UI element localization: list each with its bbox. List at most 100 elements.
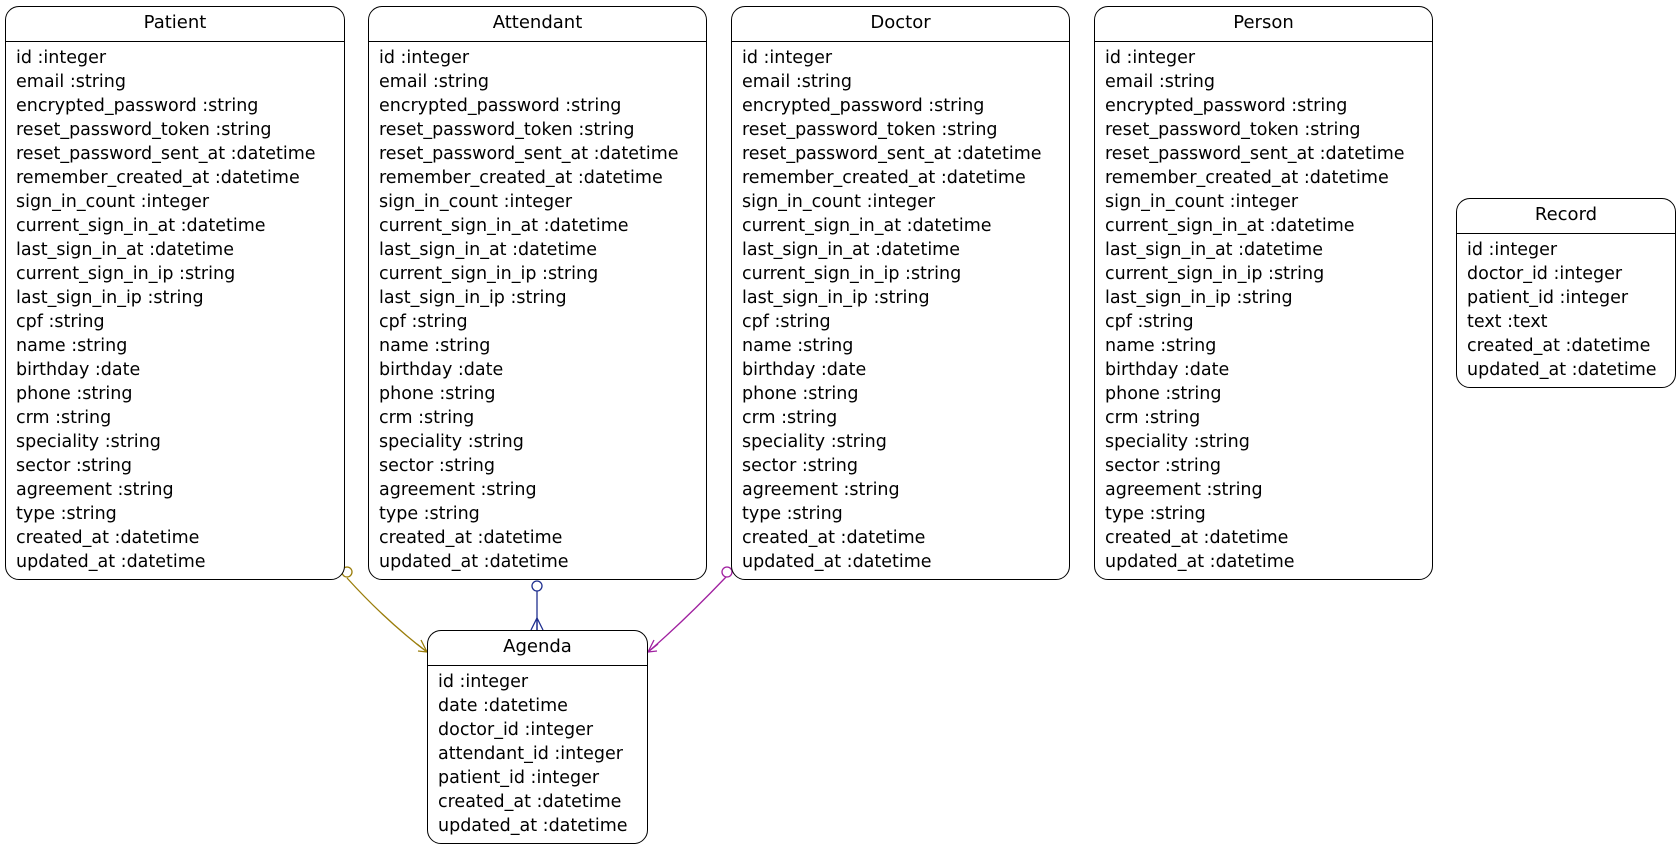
entity-attribute: updated_at :datetime <box>438 816 628 836</box>
entity-attribute: crm :string <box>379 408 475 428</box>
entity-patient: Patient id :integer email :string encrypte… <box>5 6 345 580</box>
entity-attribute: birthday :date <box>16 360 141 380</box>
entity-attribute: current_sign_in_ip :string <box>1105 264 1325 284</box>
entity-attribute: date :datetime <box>438 696 568 716</box>
entity-attribute: sector :string <box>742 456 858 476</box>
entity-attribute: remember_created_at :datetime <box>1105 168 1389 188</box>
entity-attribute: cpf :string <box>379 312 468 332</box>
entity-attribute: type :string <box>379 504 480 524</box>
edge-line <box>346 577 428 653</box>
entity-attribute: birthday :date <box>1105 360 1230 380</box>
entity-attribute: name :string <box>1105 336 1217 356</box>
edge-optional-marker <box>531 580 543 592</box>
entity-attribute: created_at :datetime <box>438 792 622 812</box>
entity-attribute: reset_password_token :string <box>379 120 635 140</box>
attribute-list: id :integer date :datetime doctor_id :inte… <box>428 666 647 838</box>
entity-attribute: agreement :string <box>379 480 537 500</box>
entity-attribute: agreement :string <box>742 480 900 500</box>
entity-attribute: created_at :datetime <box>1467 336 1651 356</box>
edge-doctor-agenda <box>647 566 733 653</box>
entity-attribute: last_sign_in_at :datetime <box>742 240 960 260</box>
entity-attribute: created_at :datetime <box>742 528 926 548</box>
entity-attribute: type :string <box>16 504 117 524</box>
attribute-list: id :integer email :string encrypted_passwo… <box>6 42 344 574</box>
entity-attribute: remember_created_at :datetime <box>742 168 1026 188</box>
entity-attribute: updated_at :datetime <box>1105 552 1295 572</box>
entity-attribute: reset_password_sent_at :datetime <box>16 144 316 164</box>
entity-attribute: id :integer <box>1467 240 1558 260</box>
entity-attribute: speciality :string <box>379 432 524 452</box>
entity-attribute: cpf :string <box>16 312 105 332</box>
entity-title: Record <box>1457 199 1675 234</box>
entity-attribute: encrypted_password :string <box>379 96 622 116</box>
entity-attribute: sector :string <box>379 456 495 476</box>
entity-attribute: phone :string <box>1105 384 1222 404</box>
entity-attribute: phone :string <box>16 384 133 404</box>
entity-attribute: reset_password_sent_at :datetime <box>379 144 679 164</box>
entity-attribute: email :string <box>16 72 126 92</box>
entity-title: Agenda <box>428 631 647 666</box>
entity-attribute: agreement :string <box>16 480 174 500</box>
entity-attribute: doctor_id :integer <box>1467 264 1623 284</box>
entity-attribute: encrypted_password :string <box>16 96 259 116</box>
entity-title: Person <box>1095 7 1432 42</box>
entity-attribute: sign_in_count :integer <box>742 192 936 212</box>
entity-attribute: doctor_id :integer <box>438 720 594 740</box>
entity-title: Doctor <box>732 7 1069 42</box>
entity-attribute: last_sign_in_ip :string <box>742 288 930 308</box>
entity-attribute: current_sign_in_ip :string <box>379 264 599 284</box>
entity-attribute: attendant_id :integer <box>438 744 623 764</box>
entity-attribute: patient_id :integer <box>438 768 600 788</box>
entity-attribute: encrypted_password :string <box>1105 96 1348 116</box>
entity-title: Attendant <box>369 7 706 42</box>
entity-attribute: reset_password_sent_at :datetime <box>1105 144 1405 164</box>
entity-attribute: reset_password_token :string <box>742 120 998 140</box>
edge-crowfoot-marker <box>416 639 428 653</box>
entity-attribute: speciality :string <box>742 432 887 452</box>
entity-attribute: last_sign_in_ip :string <box>16 288 204 308</box>
entity-attribute: reset_password_token :string <box>1105 120 1361 140</box>
entity-attribute: sign_in_count :integer <box>379 192 573 212</box>
edge-crowfoot-marker <box>530 616 544 631</box>
entity-attribute: sign_in_count :integer <box>16 192 210 212</box>
entity-attribute: updated_at :datetime <box>1467 360 1657 380</box>
entity-attribute: email :string <box>742 72 852 92</box>
entity-attribute: name :string <box>379 336 491 356</box>
entity-attribute: current_sign_in_at :datetime <box>1105 216 1355 236</box>
entity-attribute: speciality :string <box>1105 432 1250 452</box>
entity-attribute: last_sign_in_ip :string <box>1105 288 1293 308</box>
entity-attribute: created_at :datetime <box>379 528 563 548</box>
entity-attribute: updated_at :datetime <box>742 552 932 572</box>
entity-attribute: created_at :datetime <box>16 528 200 548</box>
entity-attribute: current_sign_in_at :datetime <box>16 216 266 236</box>
entity-attribute: sector :string <box>16 456 132 476</box>
entity-attribute: id :integer <box>16 48 107 68</box>
entity-attribute: id :integer <box>438 672 529 692</box>
entity-attribute: cpf :string <box>1105 312 1194 332</box>
entity-attribute: birthday :date <box>742 360 867 380</box>
entity-attribute: last_sign_in_ip :string <box>379 288 567 308</box>
entity-attribute: reset_password_token :string <box>16 120 272 140</box>
entity-attribute: current_sign_in_at :datetime <box>742 216 992 236</box>
edge-crowfoot-marker <box>647 639 659 653</box>
edge-attendant-agenda <box>530 580 544 631</box>
entity-attribute: name :string <box>16 336 128 356</box>
edge-line <box>647 576 727 653</box>
entity-attribute: crm :string <box>742 408 838 428</box>
entity-attribute: remember_created_at :datetime <box>16 168 300 188</box>
entity-attribute: current_sign_in_ip :string <box>742 264 962 284</box>
entity-attribute: sign_in_count :integer <box>1105 192 1299 212</box>
entity-attribute: id :integer <box>1105 48 1196 68</box>
entity-attribute: cpf :string <box>742 312 831 332</box>
entity-attribute: updated_at :datetime <box>379 552 569 572</box>
entity-title: Patient <box>6 7 344 42</box>
entity-attribute: crm :string <box>16 408 112 428</box>
entity-attribute: current_sign_in_ip :string <box>16 264 236 284</box>
